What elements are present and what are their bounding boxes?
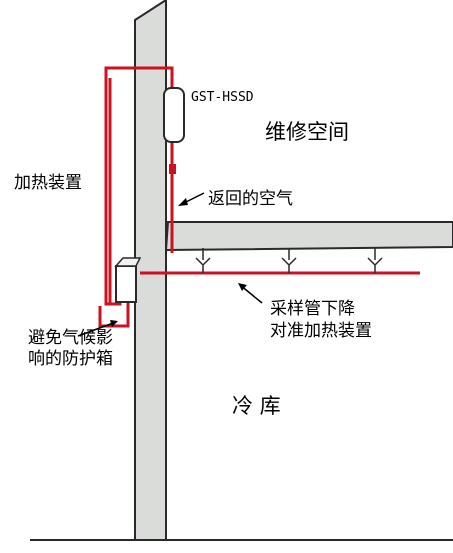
sampling-label-line2: 对准加热装置 [270, 321, 372, 341]
heating-device-label: 加热装置 [14, 173, 82, 193]
sampling-drops [195, 248, 383, 273]
pipe-loop-enclosure [98, 282, 130, 328]
wall [134, 0, 167, 541]
device-label: GST-HSSD [191, 90, 254, 105]
arrow-enclosure [77, 321, 117, 337]
enclosure-label-line2: 响的防护箱 [28, 349, 113, 369]
arrowhead-return-air [178, 198, 188, 206]
arrowhead-sampling [238, 283, 247, 291]
sampling-drop [281, 248, 297, 273]
return-air-label: 返回的空气 [208, 189, 293, 209]
protective-enclosure [115, 265, 137, 303]
sampling-label-line1: 采样管下降 [270, 299, 355, 319]
cold-storage-label: 冷 库 [232, 394, 281, 418]
enclosure-lid [114, 257, 142, 267]
ceiling-slab [164, 221, 453, 252]
sampling-drop [195, 248, 211, 273]
enclosure-label-line1: 避免气候影 [28, 328, 113, 348]
return-air-fitting [169, 164, 176, 174]
arrowhead-enclosure [110, 320, 118, 327]
detector-device [163, 87, 185, 143]
sampling-drop [367, 248, 383, 273]
maintenance-space-label: 维修空间 [265, 120, 349, 144]
